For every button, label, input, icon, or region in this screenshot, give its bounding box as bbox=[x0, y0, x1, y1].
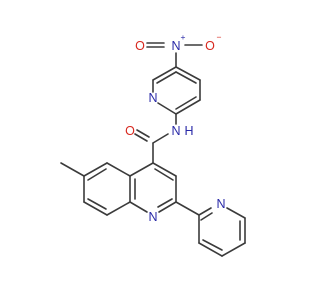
bond-py1-c bbox=[157, 102, 177, 115]
atom-amide-n: N bbox=[171, 124, 180, 138]
bond-py2-e bbox=[198, 242, 223, 257]
bond-q-c4-c3 bbox=[152, 162, 177, 177]
bond-q-c4a-c4 bbox=[129, 162, 154, 177]
bond-q-n1-c8a bbox=[129, 201, 148, 213]
bond-py2-a-inner bbox=[200, 212, 213, 221]
bond-q-c4a-c5 bbox=[106, 162, 131, 177]
bond-q-c7-c8 bbox=[83, 201, 108, 216]
bond-py1-d-inner bbox=[175, 96, 197, 110]
bond-q-c2-n1 bbox=[158, 201, 177, 213]
molecule-structure-diagram: O N + O − N N H O N N bbox=[60, 32, 246, 257]
atom-nitro-o-left: O bbox=[135, 39, 145, 53]
atom-pyridine-top-n: N bbox=[148, 91, 157, 105]
bond-py1-f bbox=[175, 66, 201, 81]
atom-amide-h: H bbox=[184, 124, 193, 138]
atom-labels: O N + O − N N H O N N bbox=[125, 32, 225, 224]
bond-q-c7-c8-inner bbox=[87, 198, 107, 210]
bond-py2-e-inner bbox=[202, 239, 223, 251]
bond-q-c8-c8a bbox=[106, 201, 131, 216]
bond-py1-a bbox=[152, 66, 177, 81]
bond-py1-d bbox=[175, 99, 201, 115]
bond-py2-d bbox=[221, 242, 246, 257]
charge-nitro-o-minus: − bbox=[217, 32, 222, 42]
bond-methyl bbox=[60, 162, 85, 177]
bond-q-c5-c6 bbox=[83, 162, 108, 177]
bond-q-c4-c3-inner bbox=[154, 168, 174, 181]
bond-carbonyl-o-double bbox=[136, 129, 150, 138]
bond-py2-b bbox=[226, 207, 246, 219]
bond-py2-a bbox=[198, 207, 212, 216]
atom-nitro-n: N bbox=[171, 39, 180, 53]
atom-amide-o: O bbox=[125, 124, 135, 138]
atom-quinoline-n: N bbox=[148, 210, 157, 224]
bond-q-c2-to-py2 bbox=[175, 201, 200, 216]
atom-pyridine-bottom-n: N bbox=[216, 197, 225, 211]
charge-nitro-n-plus: + bbox=[181, 32, 186, 42]
bond-carbonyl-o bbox=[134, 133, 148, 142]
bond-nh-to-carbonyl bbox=[152, 133, 169, 144]
bond-q-c5-c6-inner bbox=[87, 168, 107, 181]
bond-py1-f-inner bbox=[175, 71, 197, 84]
atom-nitro-o-right: O bbox=[205, 39, 215, 53]
bond-lines bbox=[60, 42, 246, 257]
bond-q-c2-n1-inner bbox=[157, 198, 173, 208]
bond-py1-a-inner bbox=[156, 71, 177, 84]
